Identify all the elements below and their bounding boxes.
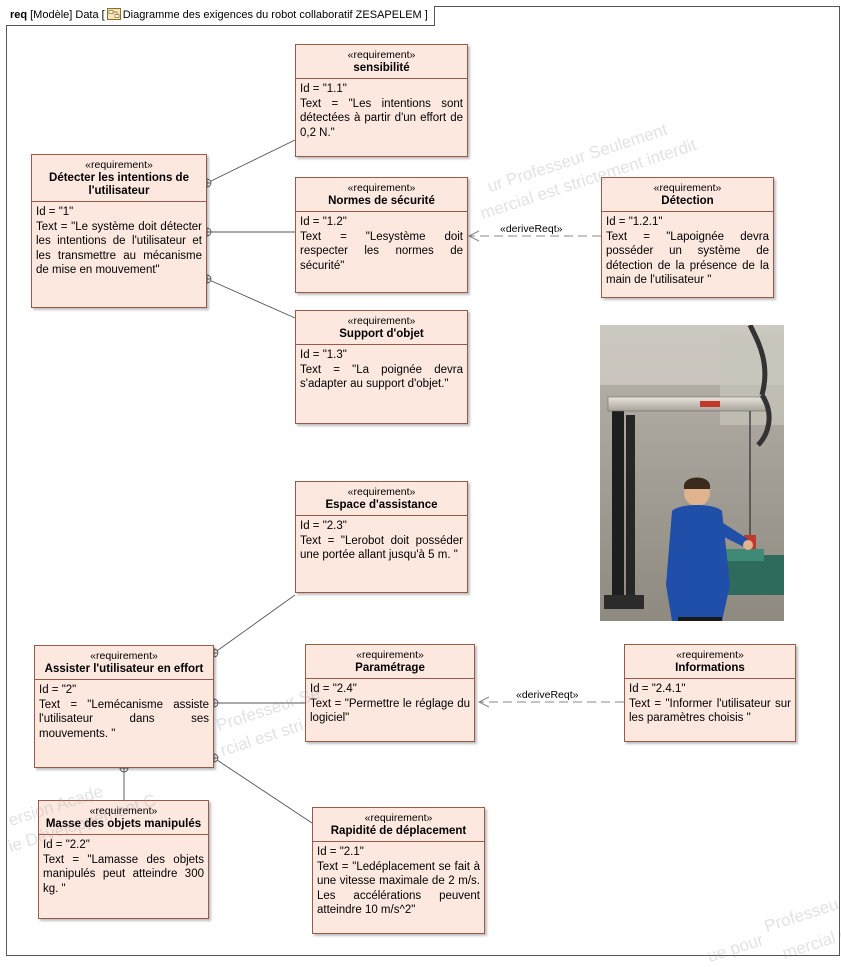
requirement-text: Text = "Lamasse des objets manipulés peu… bbox=[43, 853, 204, 895]
stereotype: «requirement» bbox=[347, 315, 416, 327]
requirement-id: Id = "1.1" bbox=[300, 83, 347, 95]
containment-line-2-2.3 bbox=[213, 594, 296, 654]
frame-title: Diagramme des exigences du robot collabo… bbox=[122, 9, 428, 21]
requirement-text: Text = "Les intentions sont détectées à … bbox=[300, 97, 463, 139]
stereotype: «requirement» bbox=[347, 486, 416, 498]
requirement-id: Id = "1.3" bbox=[300, 349, 347, 361]
stereotype: «requirement» bbox=[356, 649, 424, 661]
requirement-header: «requirement» Espace d'assistance bbox=[296, 482, 467, 516]
requirement-header: «requirement» sensibilité bbox=[296, 45, 467, 79]
requirement-1.3[interactable]: «requirement» Support d'objet Id = "1.3"… bbox=[295, 310, 468, 424]
requirement-id: Id = "2.4" bbox=[310, 683, 357, 695]
requirement-1.1[interactable]: «requirement» sensibilité Id = "1.1" Tex… bbox=[295, 44, 468, 157]
containment-line-2-2.1 bbox=[213, 757, 313, 824]
requirement-name: Détecter les intentions de l'utilisateur bbox=[49, 172, 189, 197]
requirement-header: «requirement» Détecter les intentions de… bbox=[32, 155, 206, 202]
requirement-id: Id = "2.1" bbox=[317, 846, 364, 858]
requirement-header: «requirement» Paramétrage bbox=[306, 645, 474, 679]
requirement-2.1[interactable]: «requirement» Rapidité de déplacement Id… bbox=[312, 807, 485, 934]
requirement-body: Id = "2.1" Text = "Ledéplacement se fait… bbox=[313, 842, 484, 921]
requirement-text: Text = "Lesystème doit respecter les nor… bbox=[300, 230, 463, 272]
requirement-name: sensibilité bbox=[353, 62, 410, 74]
requirement-id: Id = "2.2" bbox=[43, 839, 90, 851]
requirement-header: «requirement» Informations bbox=[625, 645, 795, 679]
requirement-text: Text = "Ledéplacement se fait à une vite… bbox=[317, 860, 480, 917]
requirement-header: «requirement» Support d'objet bbox=[296, 311, 467, 345]
requirement-id: Id = "2.3" bbox=[300, 520, 347, 532]
requirement-2.3[interactable]: «requirement» Espace d'assistance Id = "… bbox=[295, 481, 468, 593]
requirement-name: Espace d'assistance bbox=[325, 499, 438, 511]
requirement-name: Informations bbox=[675, 662, 745, 674]
requirement-id: Id = "2.4.1" bbox=[629, 683, 686, 695]
requirement-body: Id = "1.2.1" Text = "Lapoignée devra pos… bbox=[602, 212, 773, 291]
requirement-name: Normes de sécurité bbox=[328, 195, 435, 207]
requirement-body: Id = "2" Text = "Lemécanisme assiste l'u… bbox=[35, 680, 213, 744]
requirement-diagram-icon bbox=[106, 8, 121, 20]
stereotype: «requirement» bbox=[347, 182, 416, 194]
stereotype: «requirement» bbox=[347, 49, 416, 61]
stereotype: «requirement» bbox=[90, 650, 158, 662]
requirement-name: Rapidité de déplacement bbox=[330, 825, 467, 837]
stereotype: «requirement» bbox=[653, 182, 722, 194]
requirement-body: Id = "1.1" Text = "Les intentions sont d… bbox=[296, 79, 467, 143]
requirement-1.2.1[interactable]: «requirement» Détection Id = "1.2.1" Tex… bbox=[601, 177, 774, 298]
requirement-body: Id = "1.3" Text = "La poignée devra s'ad… bbox=[296, 345, 467, 395]
stereotype: «requirement» bbox=[89, 805, 158, 817]
robot-illustration bbox=[600, 325, 784, 621]
requirement-id: Id = "1.2.1" bbox=[606, 216, 663, 228]
requirement-text: Text = "La poignée devra s'adapter au su… bbox=[300, 363, 463, 391]
requirement-2.4.1[interactable]: «requirement» Informations Id = "2.4.1" … bbox=[624, 644, 796, 742]
requirement-name: Assister l'utilisateur en effort bbox=[44, 663, 204, 675]
derive-label-1: «deriveReqt» bbox=[498, 223, 565, 235]
requirement-1.2[interactable]: «requirement» Normes de sécurité Id = "1… bbox=[295, 177, 468, 293]
requirement-text: Text = "Lapoignée devra posséder un syst… bbox=[606, 230, 769, 287]
requirement-2.4[interactable]: «requirement» Paramétrage Id = "2.4" Tex… bbox=[305, 644, 475, 742]
requirement-1[interactable]: «requirement» Détecter les intentions de… bbox=[31, 154, 207, 308]
requirement-name: Support d'objet bbox=[339, 328, 424, 340]
requirement-2.2[interactable]: «requirement» Masse des objets manipulés… bbox=[38, 800, 209, 919]
requirement-body: Id = "2.4" Text = "Permettre le réglage … bbox=[306, 679, 474, 729]
derive-arrowhead-2 bbox=[477, 696, 490, 708]
requirement-2[interactable]: «requirement» Assister l'utilisateur en … bbox=[34, 645, 214, 768]
requirement-text: Text = "Permettre le réglage du logiciel… bbox=[310, 697, 470, 725]
derive-arrowhead-1 bbox=[467, 230, 480, 242]
requirement-body: Id = "1.2" Text = "Lesystème doit respec… bbox=[296, 212, 467, 276]
requirement-id: Id = "1.2" bbox=[300, 216, 347, 228]
containment-line-1-1.1 bbox=[206, 139, 296, 184]
requirement-body: Id = "2.2" Text = "Lamasse des objets ma… bbox=[39, 835, 208, 899]
stereotype: «requirement» bbox=[364, 812, 433, 824]
robot-photo bbox=[600, 325, 784, 621]
stereotype: «requirement» bbox=[85, 159, 153, 171]
requirement-name: Paramétrage bbox=[355, 662, 425, 674]
frame-kind: req bbox=[10, 9, 28, 21]
derive-label-2: «deriveReqt» bbox=[514, 689, 581, 701]
requirement-name: Masse des objets manipulés bbox=[45, 818, 202, 830]
diagram-frame-header: req[Modèle] Data [ Diagramme des exigence… bbox=[6, 6, 435, 26]
containment-line-1-1.3 bbox=[206, 278, 296, 319]
requirement-body: Id = "1" Text = "Le système doit détecte… bbox=[32, 202, 206, 281]
requirement-text: Text = "Lemécanisme assiste l'utilisateu… bbox=[39, 698, 209, 740]
requirement-body: Id = "2.4.1" Text = "Informer l'utilisat… bbox=[625, 679, 795, 729]
requirement-header: «requirement» Rapidité de déplacement bbox=[313, 808, 484, 842]
requirement-text: Text = "Informer l'utilisateur sur les p… bbox=[629, 697, 791, 725]
requirement-header: «requirement» Détection bbox=[602, 178, 773, 212]
requirement-id: Id = "1" bbox=[36, 206, 74, 218]
requirement-text: Text = "Le système doit détecter les int… bbox=[36, 220, 202, 277]
requirement-body: Id = "2.3" Text = "Lerobot doit posséder… bbox=[296, 516, 467, 566]
stereotype: «requirement» bbox=[676, 649, 744, 661]
requirement-name: Détection bbox=[661, 195, 714, 207]
requirement-id: Id = "2" bbox=[39, 684, 77, 696]
requirement-text: Text = "Lerobot doit posséder une portée… bbox=[300, 534, 463, 562]
requirement-header: «requirement» Masse des objets manipulés bbox=[39, 801, 208, 835]
requirement-header: «requirement» Normes de sécurité bbox=[296, 178, 467, 212]
frame-context: [Modèle] Data [ bbox=[30, 9, 105, 21]
requirement-header: «requirement» Assister l'utilisateur en … bbox=[35, 646, 213, 680]
